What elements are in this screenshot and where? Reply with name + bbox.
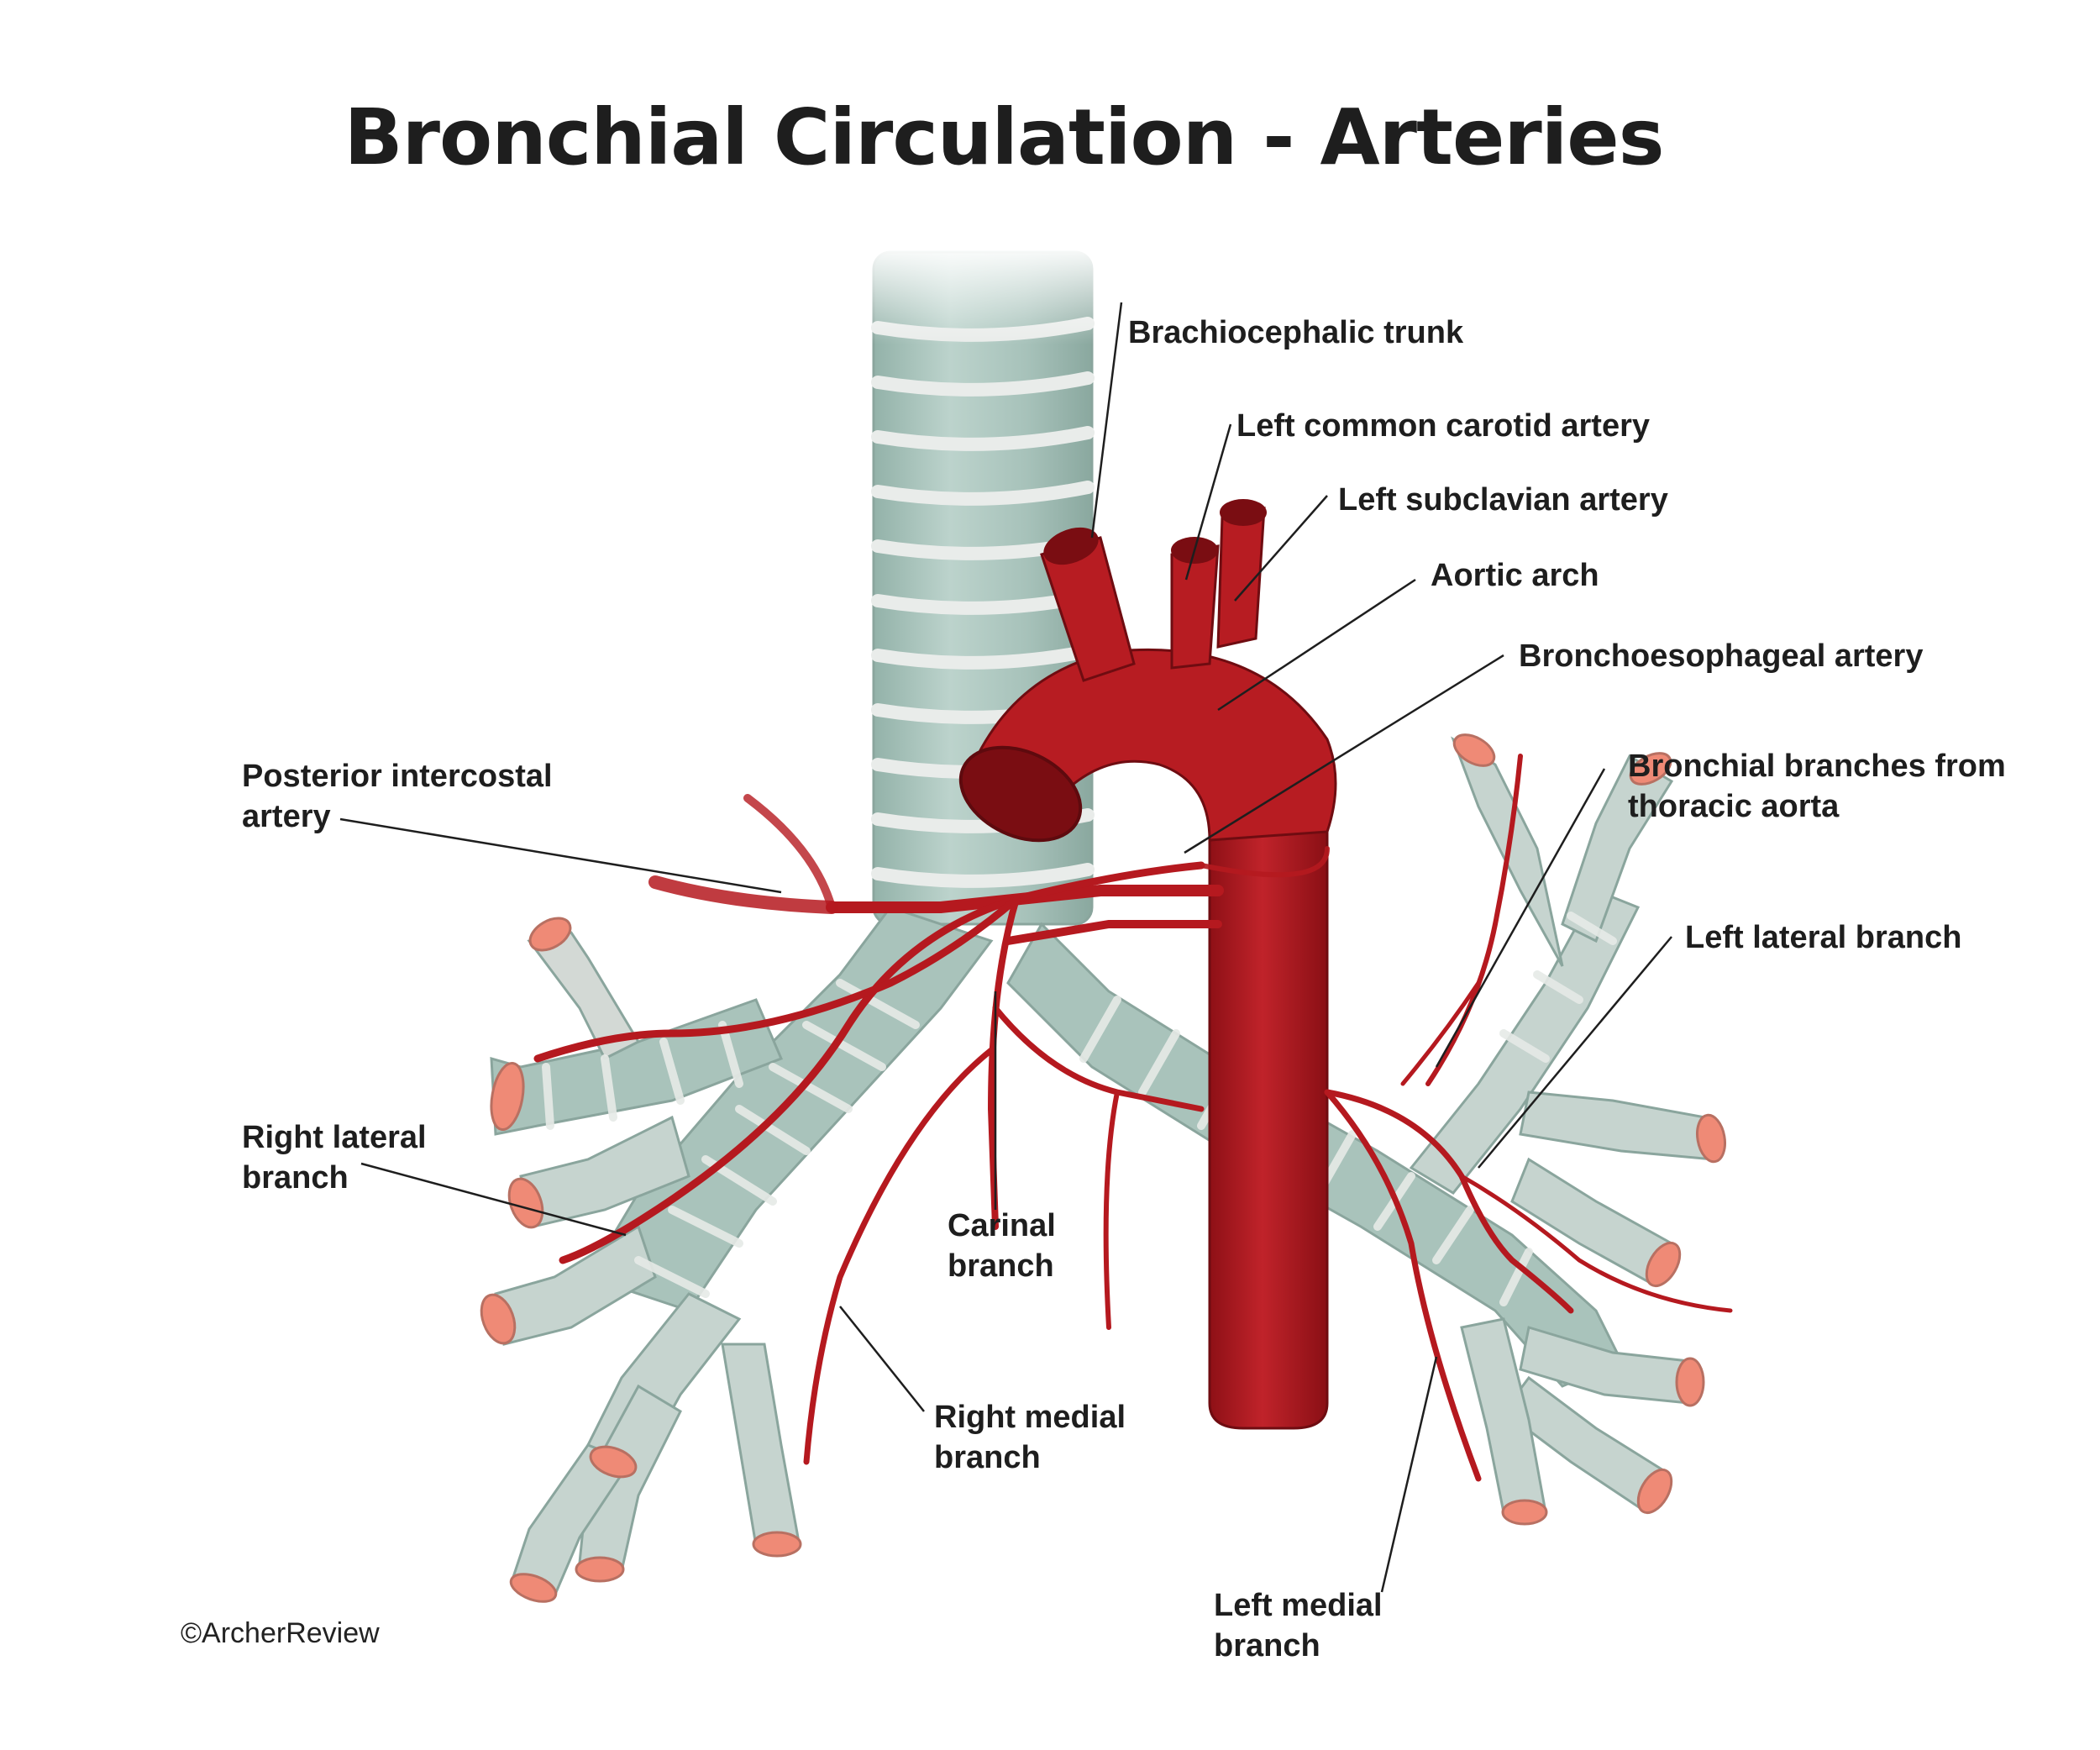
- label-bronchial-branches-thoracic-aorta: Bronchial branches from thoracic aorta: [1628, 749, 2006, 824]
- label-bronchoesophageal-artery: Bronchoesophageal artery: [1519, 639, 1924, 674]
- leader-right-medial: [839, 1306, 925, 1412]
- leader-left-subclavian: [1234, 495, 1328, 602]
- label-aortic-arch: Aortic arch: [1431, 558, 1599, 593]
- left-subclavian-opening: [1220, 499, 1267, 526]
- right-main-bronchus: [490, 906, 994, 1598]
- descending-aorta: [1208, 822, 1329, 1430]
- credit-watermark: ©ArcherReview: [181, 1617, 380, 1649]
- brachiocephalic-opening: [1043, 527, 1099, 565]
- leader-bronchial-branches: [1435, 768, 1606, 1068]
- aortic-arch-shape: [963, 648, 1337, 842]
- label-brachiocephalic-trunk: Brachiocephalic trunk: [1128, 315, 1464, 350]
- leader-left-common-carotid: [1184, 423, 1232, 581]
- leader-bronchoesophageal: [1184, 654, 1504, 854]
- label-left-lateral-branch: Left lateral branch: [1685, 920, 1962, 955]
- leader-lines: [339, 302, 1672, 1593]
- page-title: Bronchial Circulation - Arteries: [344, 92, 1665, 182]
- label-right-medial-branch: Right medial branch: [934, 1400, 1126, 1475]
- bronchial-arteries: [533, 754, 1733, 1482]
- leader-brachiocephalic: [1090, 302, 1123, 539]
- left-subclavian-vessel: [1216, 507, 1266, 649]
- label-carinal-branch: Carinal branch: [948, 1208, 1056, 1284]
- label-left-medial-branch: Left medial branch: [1214, 1588, 1383, 1663]
- label-left-common-carotid-artery: Left common carotid artery: [1236, 408, 1650, 444]
- label-posterior-intercostal-artery: Posterior intercostal artery: [242, 759, 553, 834]
- label-left-subclavian-artery: Left subclavian artery: [1338, 482, 1668, 518]
- leader-right-lateral: [360, 1162, 627, 1237]
- bronchus-openings: [480, 733, 1726, 1603]
- leader-aortic-arch: [1217, 578, 1416, 712]
- leader-left-lateral: [1478, 936, 1672, 1169]
- label-right-lateral-branch: Right lateral branch: [242, 1120, 427, 1196]
- left-common-carotid-vessel: [1170, 544, 1220, 670]
- leader-left-medial: [1380, 1356, 1438, 1593]
- aortic-root-opening: [958, 745, 1083, 843]
- leader-posterior-intercostal: [339, 817, 782, 894]
- arterial-tree: [533, 499, 1733, 1482]
